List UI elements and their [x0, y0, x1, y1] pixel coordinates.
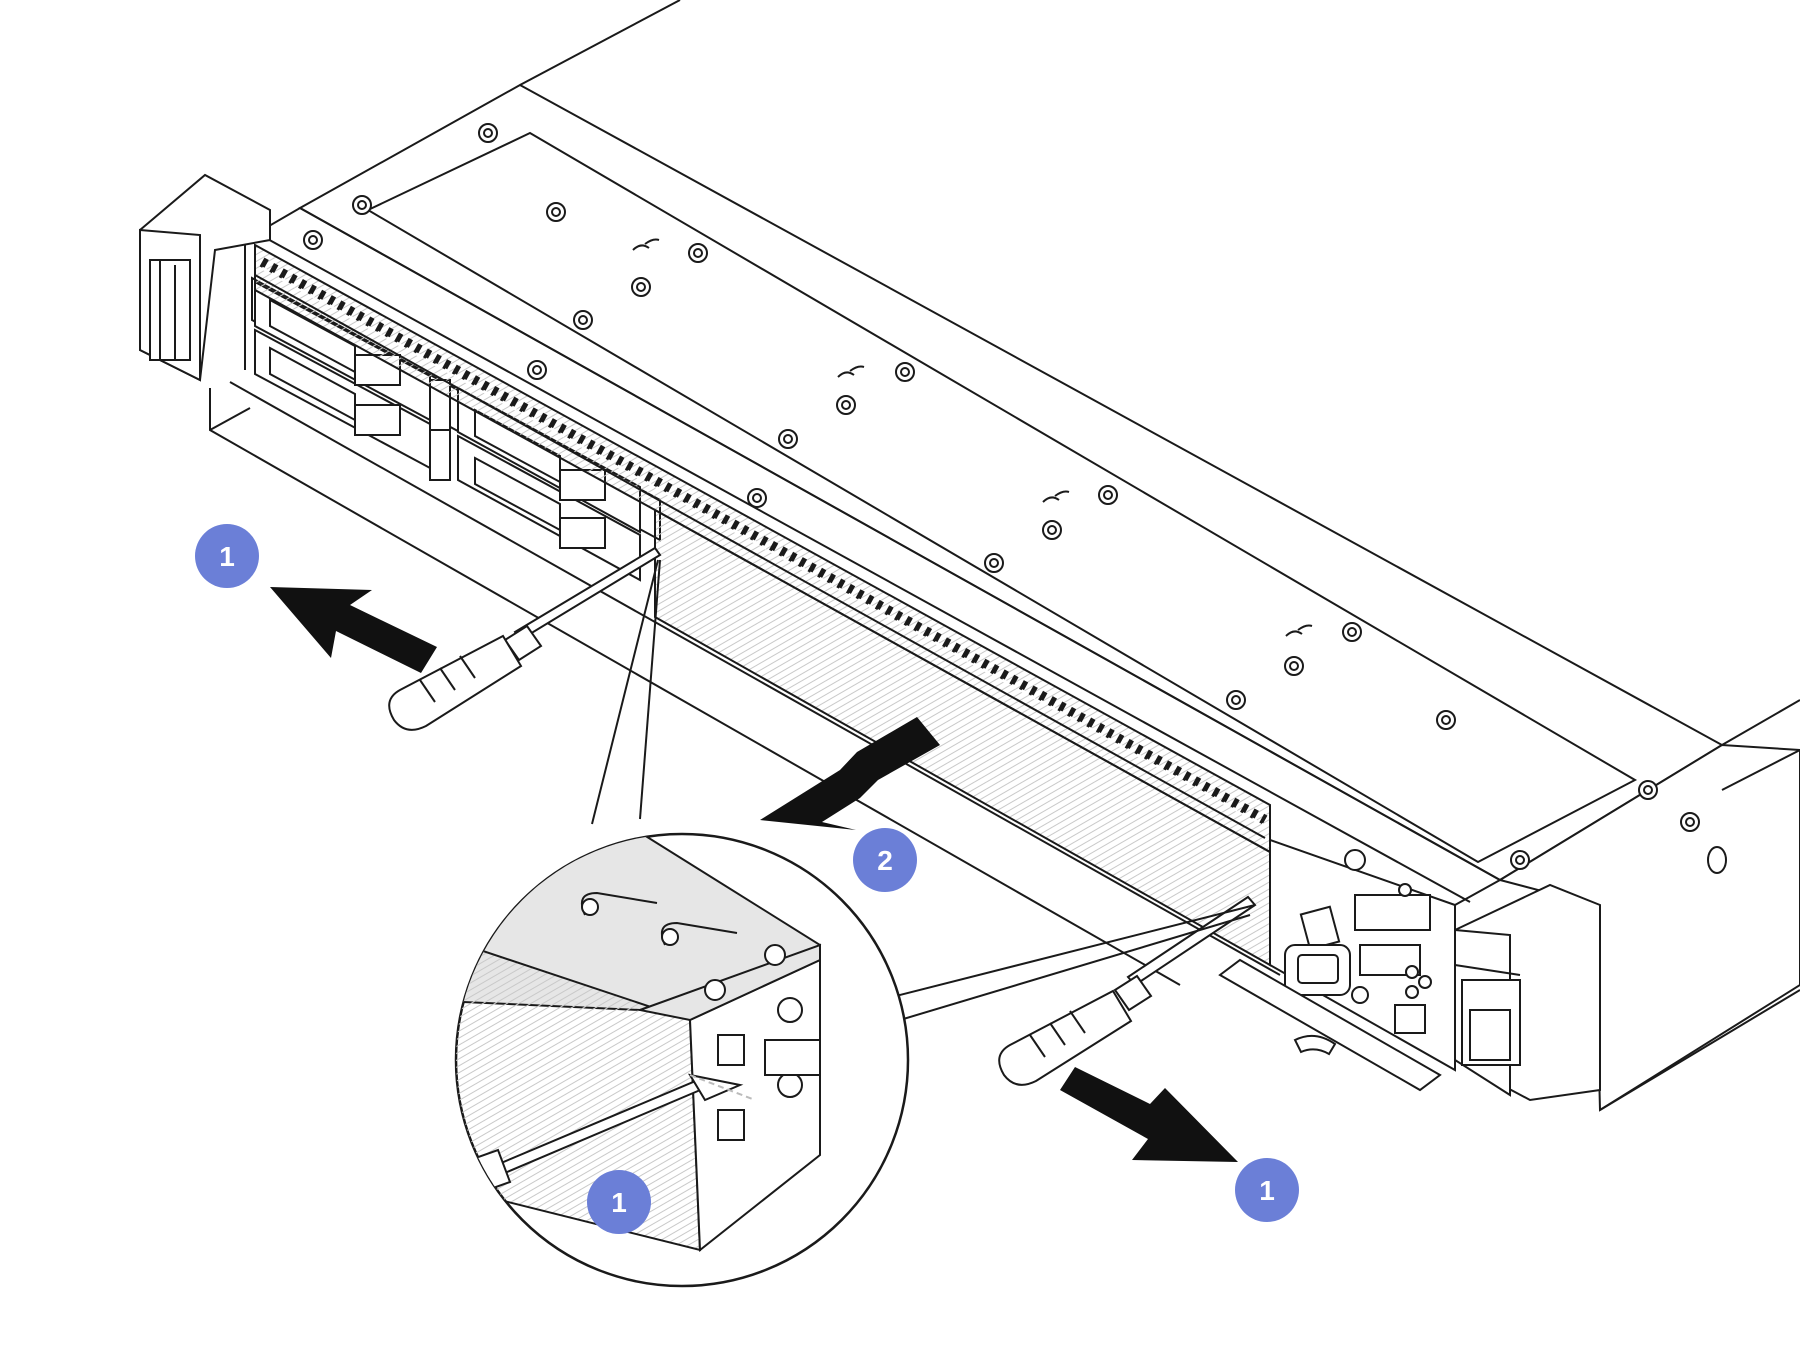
svg-text:2: 2	[877, 845, 893, 876]
svg-text:1: 1	[1259, 1175, 1275, 1206]
arrow-right	[1060, 1067, 1238, 1162]
arrow-down	[760, 717, 940, 830]
front-io-panel	[1218, 838, 1456, 1092]
link-marks	[632, 238, 1313, 637]
callout-1-left: 1	[195, 524, 259, 588]
right-rack-ear	[1454, 883, 1601, 1102]
top-panel	[365, 131, 1638, 864]
left-rack-ear	[139, 173, 271, 382]
cover-screws	[303, 123, 1700, 870]
svg-text:1: 1	[611, 1187, 627, 1218]
arrow-left	[270, 587, 437, 673]
screwdriver-icon	[388, 546, 662, 731]
callout-1-detail: 1	[587, 1170, 651, 1234]
svg-text:1: 1	[219, 541, 235, 572]
screwdriver-icon	[998, 895, 1257, 1086]
callout-2: 2	[853, 828, 917, 892]
server-chassis	[209, 0, 1800, 1112]
callout-1-right: 1	[1235, 1158, 1299, 1222]
security-bezel	[254, 243, 1271, 967]
